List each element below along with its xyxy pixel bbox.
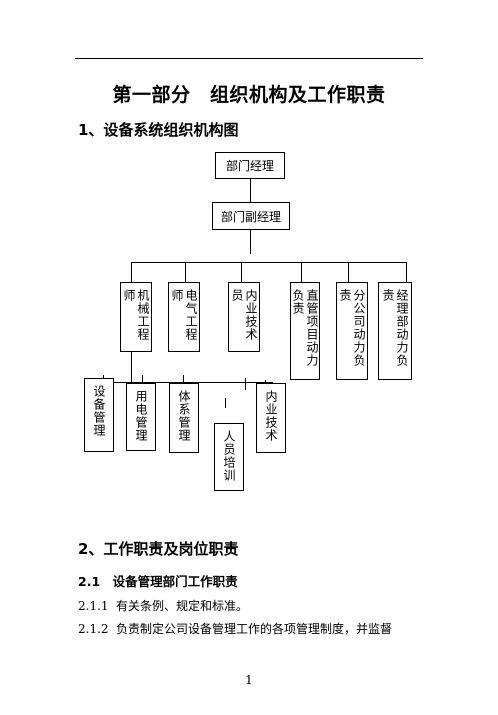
paragraph: 2.1.2 负责制定公司设备管理工作的各项管理制度，并监督: [78, 620, 392, 637]
connector-line: [301, 262, 302, 282]
subsection-heading: 2.1 设备管理部门工作职责: [78, 574, 238, 589]
org-box-level4: 用电管理: [126, 383, 156, 451]
org-box-level4: 内业技术: [256, 383, 286, 453]
connector-line: [245, 378, 246, 390]
org-box-level4: 体系管理: [169, 383, 199, 453]
org-box-level3: 直管项目动力负责: [290, 282, 320, 380]
page-number: 1: [245, 673, 253, 687]
org-chart: 部门经理 部门副经理 机械工程师 电气工程师 内业技术员 直管项目动力负责 分公…: [84, 152, 412, 491]
paragraph: 2.1.1 有关条例、规定和标准。: [78, 597, 248, 614]
connector-line: [142, 375, 143, 385]
header-rule: [75, 58, 423, 59]
connector-line: [131, 352, 132, 382]
org-box-level3: 电气工程师: [168, 282, 200, 352]
org-box-level4: 设备管理: [84, 378, 114, 452]
paragraph-number: 2.1.1: [78, 599, 109, 613]
connector-line: [225, 398, 226, 408]
org-box-level2: 部门副经理: [212, 202, 290, 230]
org-box-level3: 内业技术员: [228, 282, 260, 352]
org-box-level3: 分公司动力负责: [336, 282, 368, 380]
document-title: 第一部分 组织机构及工作职责: [112, 84, 386, 106]
section-2-heading: 2、工作职责及岗位职责: [78, 540, 239, 558]
connector-line: [250, 230, 251, 254]
paragraph-text: 负责制定公司设备管理工作的各项管理制度，并监督: [116, 622, 393, 636]
connector-line: [241, 262, 242, 282]
connector-line: [406, 262, 407, 282]
org-box-level3: 经理部动力负责: [378, 282, 412, 380]
connector-line: [348, 262, 349, 282]
paragraph-text: 有关条例、规定和标准。: [116, 599, 249, 613]
connector-line: [103, 382, 273, 383]
connector-line: [131, 262, 407, 263]
connector-line: [131, 262, 132, 282]
connector-line: [250, 179, 251, 202]
org-box-level4: 人员培训: [214, 423, 244, 491]
connector-line: [185, 262, 186, 282]
org-box-level1: 部门经理: [215, 152, 285, 179]
paragraph-number: 2.1.2: [78, 622, 109, 636]
section-1-heading: 1、设备系统组织机构图: [78, 121, 239, 139]
org-box-level3: 机械工程师: [120, 282, 152, 352]
connector-line: [183, 375, 184, 385]
